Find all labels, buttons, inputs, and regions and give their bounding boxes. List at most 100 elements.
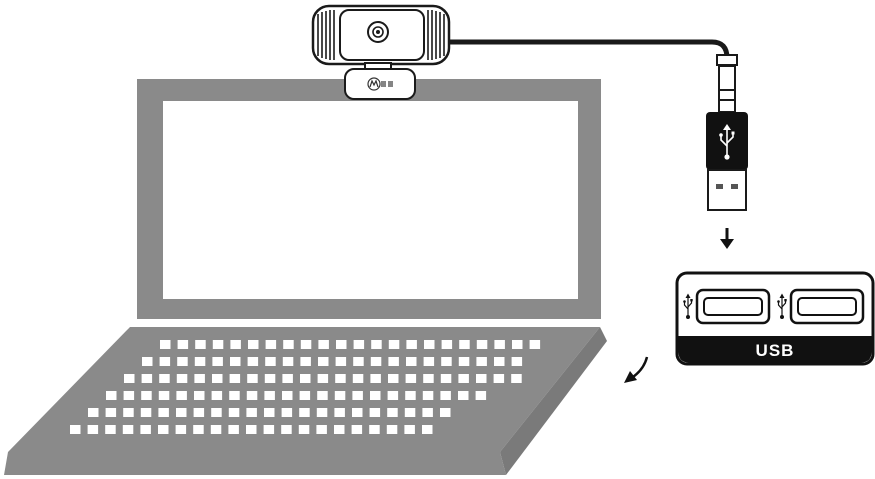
keyboard-key (423, 357, 435, 366)
keyboard-key (369, 425, 380, 434)
keyboard-key (87, 425, 99, 434)
keyboard-key (176, 374, 188, 383)
keyboard-key (160, 340, 171, 349)
keyboard-key (316, 408, 328, 417)
keyboard-key (193, 408, 205, 417)
keyboard-key (529, 340, 541, 349)
keyboard-key (353, 357, 364, 366)
keyboard-key (458, 357, 470, 366)
laptop-icon (4, 79, 607, 475)
keyboard-key (212, 374, 223, 383)
keyboard-key (299, 391, 311, 400)
keyboard-key (176, 408, 187, 417)
keyboard-key (370, 391, 381, 400)
keyboard-key (264, 391, 275, 400)
keyboard-key (159, 357, 171, 366)
keyboard-key (158, 391, 170, 400)
usb-panel-label: USB (756, 341, 795, 360)
keyboard-key (142, 357, 153, 366)
keyboard-key (336, 340, 347, 349)
keyboard-key (476, 374, 487, 383)
cable-strain-relief (716, 54, 738, 66)
keyboard-key (334, 391, 346, 400)
usb-plug-hole-right (731, 184, 738, 189)
usb-symbol-icon (777, 293, 787, 319)
usb-panel-label-bar (678, 336, 872, 363)
keyboard-key (406, 357, 417, 366)
keyboard-key (246, 408, 257, 417)
keyboard-key (511, 374, 522, 383)
webcam-icon (311, 4, 738, 113)
keyboard-key (388, 374, 399, 383)
keyboard-key (318, 357, 329, 366)
brand-logo-icon (367, 77, 393, 91)
keyboard-key (229, 391, 240, 400)
keyboard-key (194, 391, 205, 400)
keyboard-key (247, 357, 259, 366)
keyboard-key (388, 340, 400, 349)
keyboard-key (123, 391, 135, 400)
keyboard-key (404, 425, 415, 434)
keyboard-key (335, 374, 346, 383)
usb-port-2[interactable] (789, 288, 865, 325)
keyboard-key (317, 374, 329, 383)
webcam-grip-right (427, 10, 445, 60)
webcam-grip-left (317, 10, 335, 60)
keyboard-key (476, 357, 487, 366)
keyboard-key (88, 408, 99, 417)
keyboard-key (299, 408, 310, 417)
usb-plug-metal (707, 169, 747, 211)
keyboard-key (194, 357, 206, 366)
keyboard-key (177, 340, 189, 349)
keyboard-key (281, 425, 292, 434)
keyboard-key (265, 357, 276, 366)
laptop-screen (163, 101, 578, 299)
keyboard-key (248, 340, 259, 349)
keyboard-key (122, 425, 134, 434)
keyboard-key (440, 391, 451, 400)
keyboard-key (246, 425, 257, 434)
keyboard-key (177, 357, 188, 366)
keyboard-key (230, 340, 241, 349)
keyboard-key (194, 374, 205, 383)
keyboard-key (283, 340, 294, 349)
keyboard-key (175, 425, 187, 434)
keyboard-key (247, 374, 258, 383)
keyboard-key (141, 374, 153, 383)
keyboard-key (334, 408, 345, 417)
keyboard-key (352, 374, 364, 383)
keyboard-key (386, 425, 398, 434)
laptop-keyboard-deck (8, 327, 600, 452)
usb-port-panel: USB (675, 271, 875, 366)
keyboard-key (264, 374, 276, 383)
keyboard-key (265, 340, 277, 349)
keyboard-key (318, 340, 329, 349)
curved-arrow-icon (624, 356, 649, 383)
keyboard-key (370, 374, 381, 383)
keyboard-key (124, 374, 135, 383)
keyboard-key (281, 408, 293, 417)
keyboard-key (140, 425, 151, 434)
usb-plug-icon (706, 112, 748, 211)
keyboard-key (195, 340, 206, 349)
keyboard-key (494, 340, 505, 349)
keyboard-key (230, 357, 241, 366)
keyboard-key (406, 340, 417, 349)
keyboard-key (475, 391, 487, 400)
keyboard-key (405, 374, 417, 383)
keyboard-key (70, 425, 81, 434)
keyboard-key (458, 391, 469, 400)
keyboard-key (212, 340, 224, 349)
keyboard-key (493, 374, 505, 383)
keyboard-key (141, 391, 152, 400)
keyboard-key (282, 374, 293, 383)
laptop-deck-side (500, 327, 607, 475)
keyboard-key (210, 425, 222, 434)
keyboard-key (476, 340, 488, 349)
usb-port-1[interactable] (695, 288, 771, 325)
keyboard-key (352, 408, 363, 417)
keyboard-key (123, 408, 134, 417)
keyboard-key (511, 357, 523, 366)
keyboard-key (158, 408, 169, 417)
keyboard-key (300, 374, 311, 383)
